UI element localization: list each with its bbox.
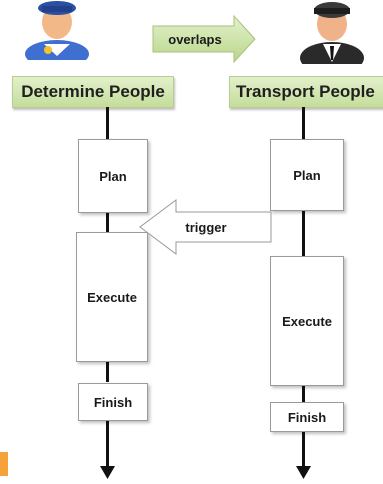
driver-icon (296, 0, 368, 74)
right-lane-line (302, 107, 305, 139)
overlaps-arrow (152, 14, 256, 64)
left-finish-box: Finish (78, 383, 148, 421)
left-lane-line (106, 107, 109, 139)
police-officer-icon (22, 0, 92, 68)
orange-accent (0, 452, 8, 476)
left-lane-line (106, 360, 109, 382)
trigger-label: trigger (185, 219, 227, 235)
trigger-arrow (138, 198, 272, 256)
right-plan-box: Plan (270, 139, 344, 211)
left-lane-arrowhead (100, 466, 115, 484)
left-execute-box: Execute (76, 232, 148, 362)
right-finish-box: Finish (270, 402, 344, 432)
right-lane-line (302, 430, 305, 468)
right-lane-arrowhead (296, 466, 311, 484)
left-lane-line (106, 420, 109, 468)
overlaps-label: overlaps (168, 31, 222, 47)
right-lane-line (302, 384, 305, 402)
left-lane-line (106, 212, 109, 232)
right-lane-line (302, 210, 305, 256)
lane-header-transport-people: Transport People (229, 76, 383, 108)
right-execute-box: Execute (270, 256, 344, 386)
lane-header-determine-people: Determine People (12, 76, 174, 108)
left-plan-box: Plan (78, 139, 148, 213)
